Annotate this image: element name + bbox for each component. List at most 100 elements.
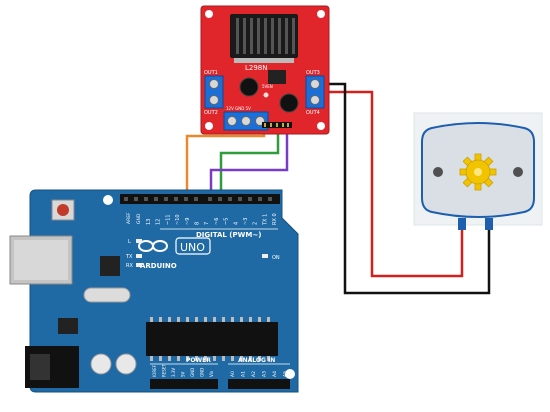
terminal-screw: [310, 95, 320, 105]
terminal-screw: [227, 116, 237, 126]
capacitor: [115, 353, 137, 375]
terminal-screw: [209, 95, 219, 105]
power-pin-label: 3.3V: [171, 368, 176, 377]
analog-pin-label: A5: [283, 371, 289, 377]
digital-pin-label: 4: [233, 222, 239, 225]
wire-red: [322, 90, 464, 278]
terminal-screw: [209, 79, 219, 89]
on-label: ON: [272, 255, 280, 261]
analog-pin-label: A1: [241, 371, 247, 377]
analog-pin-label: A3: [262, 371, 268, 377]
wires: [185, 82, 491, 295]
out2-label: OUT2: [204, 110, 218, 116]
power-pin-label: 5V: [181, 371, 186, 377]
power-pin-label: IOREF: [152, 364, 157, 377]
digital-pin-label: ~11: [165, 214, 171, 225]
regulator: [268, 70, 286, 84]
wire-green: [219, 128, 280, 198]
digital-pin-label: 8: [195, 222, 201, 225]
usb-port-inner: [14, 240, 68, 280]
on-led: [262, 254, 268, 258]
analog-label: ANALOG IN: [238, 357, 275, 364]
gnd-label: GND: [136, 213, 142, 224]
uno-badge: [175, 237, 211, 255]
chip-pins-top: [150, 317, 270, 322]
power-label: 12V GND 5V: [226, 106, 251, 111]
power-pin-label: Vin: [209, 370, 214, 377]
digital-header: [120, 194, 280, 204]
chip-label: L298N: [245, 64, 268, 72]
motor-screw: [513, 167, 523, 177]
uno-label: UNO: [180, 241, 205, 254]
rx-led: [136, 263, 142, 267]
l298n-driver: L298N 5VEN OUT1 OUT2 OUT3 OUT4 12V GND 5…: [200, 5, 330, 135]
mount-hole: [205, 10, 213, 18]
rx-label: RX: [126, 263, 133, 269]
tx-led: [136, 254, 142, 258]
regulator: [58, 318, 78, 334]
power-pin-label: RESET: [162, 364, 167, 377]
power-label: POWER: [186, 357, 211, 364]
chip-pins-bottom: [150, 356, 270, 361]
digital-pin-label: 7: [204, 222, 210, 225]
mount-hole: [205, 122, 213, 130]
usb-chip: [100, 256, 120, 276]
capacitor: [279, 93, 299, 113]
input-pins: [264, 123, 289, 127]
power-header: [150, 379, 218, 389]
power-pin-label: GND: [200, 368, 205, 377]
capacitor: [239, 77, 259, 97]
l-led: [136, 239, 142, 243]
wire-orange: [185, 128, 266, 198]
terminal-screw: [310, 79, 320, 89]
out3-label: OUT3: [306, 70, 320, 76]
power-led: [263, 92, 269, 98]
analog-pin-labels: A0 A1 A2 A3 A4 A5: [230, 371, 289, 377]
analog-pin-label: A2: [251, 371, 257, 377]
mount-hole: [317, 10, 325, 18]
dc-motor: [413, 112, 543, 230]
digital-header-holes: [124, 197, 272, 201]
heatsink-fins: [236, 18, 295, 54]
digital-pin-label: ~9: [185, 218, 191, 225]
wire-purple: [209, 128, 289, 198]
terminal-screw: [241, 116, 251, 126]
digital-pin-label: 12: [156, 219, 162, 225]
l-label: L: [128, 239, 131, 245]
gear-icon: [459, 153, 497, 191]
out1-label: OUT1: [204, 70, 218, 76]
digital-pin-label: ~3: [243, 218, 249, 225]
arduino-logo-icon: [138, 240, 168, 252]
digital-pin-label: TX 1: [262, 214, 268, 226]
chip-legs: [234, 58, 294, 63]
aref-label: AREF: [126, 212, 132, 224]
power-pin-label: GND: [190, 368, 195, 377]
digital-pin-label: ~5: [224, 218, 230, 225]
out4-label: OUT4: [306, 110, 320, 116]
atmega-chip: [146, 322, 278, 356]
digital-pin-label: ~10: [175, 214, 181, 225]
reset-button-cap: [57, 204, 69, 216]
analog-pin-label: A4: [272, 371, 278, 377]
crystal: [83, 287, 131, 303]
power-pin-labels: IOREF RESET 3.3V 5V GND GND Vin: [152, 364, 214, 377]
capacitor: [90, 353, 112, 375]
en-label: 5VEN: [262, 84, 273, 89]
mount-hole: [103, 195, 113, 205]
digital-pin-label: RX 0: [272, 213, 278, 225]
digital-label: DIGITAL (PWM~): [196, 231, 261, 239]
mount-hole: [285, 369, 295, 379]
analog-pin-label: A0: [230, 371, 236, 377]
motor-terminal: [485, 218, 493, 230]
digital-pin-label: 13: [146, 219, 152, 225]
digital-pin-label: ~6: [214, 218, 220, 225]
tx-label: TX: [125, 254, 133, 260]
motor-screw: [433, 167, 443, 177]
brand-label: ARDUINO: [140, 262, 177, 270]
power-jack-inner: [30, 354, 50, 380]
digital-pin-label: 2: [253, 222, 259, 225]
